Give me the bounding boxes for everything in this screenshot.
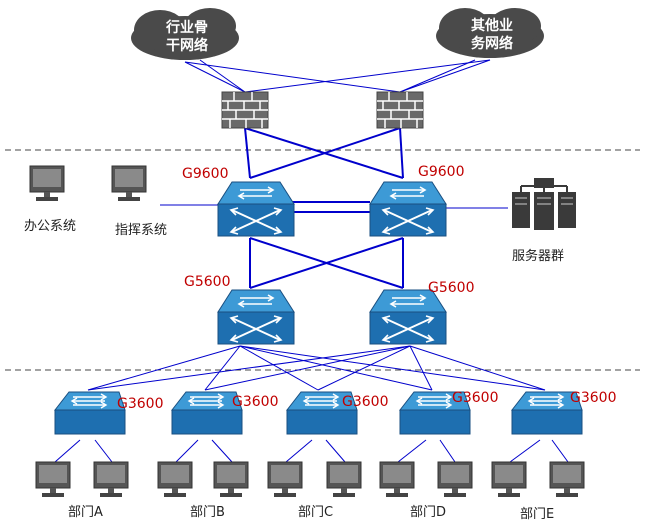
pc-monitor-icon bbox=[213, 461, 249, 498]
access-switch-label: G3600 bbox=[570, 390, 616, 406]
department-label: 部门B bbox=[190, 505, 225, 520]
office-system-monitor-icon bbox=[29, 165, 65, 202]
network-links bbox=[54, 59, 569, 463]
cloud-label-line2: 干网络 bbox=[166, 37, 208, 54]
access-switch-icon bbox=[54, 391, 126, 435]
cloud-label-line2: 务网络 bbox=[471, 35, 513, 52]
firewall-icon bbox=[221, 91, 269, 129]
access-switch-label: G3600 bbox=[117, 396, 163, 412]
department-label: 部门E bbox=[520, 507, 554, 522]
aggregation-switch-label: G5600 bbox=[184, 274, 230, 290]
aggregation-switch-icon bbox=[217, 289, 295, 345]
access-switch-label: G3600 bbox=[452, 390, 498, 406]
department-label: 部门C bbox=[298, 505, 333, 520]
access-switch-label: G3600 bbox=[232, 394, 278, 410]
pc-monitor-icon bbox=[379, 461, 415, 498]
pc-monitor-icon bbox=[437, 461, 473, 498]
aggregation-switch-label: G5600 bbox=[428, 280, 474, 296]
department-label: 部门A bbox=[68, 505, 103, 520]
cloud-label-line1: 行业骨 bbox=[165, 19, 208, 36]
command-system-monitor-icon bbox=[111, 165, 147, 202]
core-switch-label: G9600 bbox=[418, 164, 464, 180]
core-switch-label: G9600 bbox=[182, 166, 228, 182]
cloud-backbone-network: 行业骨 干网络 bbox=[131, 8, 239, 60]
cloud-other-network: 其他业 务网络 bbox=[436, 8, 544, 58]
firewall-icon bbox=[376, 91, 424, 129]
pc-monitor-icon bbox=[35, 461, 71, 498]
access-switch-label: G3600 bbox=[342, 394, 388, 410]
department-pcs bbox=[35, 461, 585, 498]
pc-monitor-icon bbox=[326, 461, 362, 498]
server-cluster-icon bbox=[512, 178, 576, 230]
department-label: 部门D bbox=[410, 505, 446, 520]
command-system-label: 指挥系统 bbox=[115, 223, 167, 238]
pc-monitor-icon bbox=[267, 461, 303, 498]
pc-monitor-icon bbox=[549, 461, 585, 498]
core-switch-icon bbox=[217, 181, 295, 237]
pc-monitor-icon bbox=[157, 461, 193, 498]
server-cluster-label: 服务器群 bbox=[512, 248, 564, 264]
cloud-label-line1: 其他业 bbox=[471, 17, 513, 34]
pc-monitor-icon bbox=[93, 461, 129, 498]
pc-monitor-icon bbox=[491, 461, 527, 498]
office-system-label: 办公系统 bbox=[24, 219, 76, 234]
aggregation-switch-icon bbox=[369, 289, 447, 345]
core-switch-icon bbox=[369, 181, 447, 237]
